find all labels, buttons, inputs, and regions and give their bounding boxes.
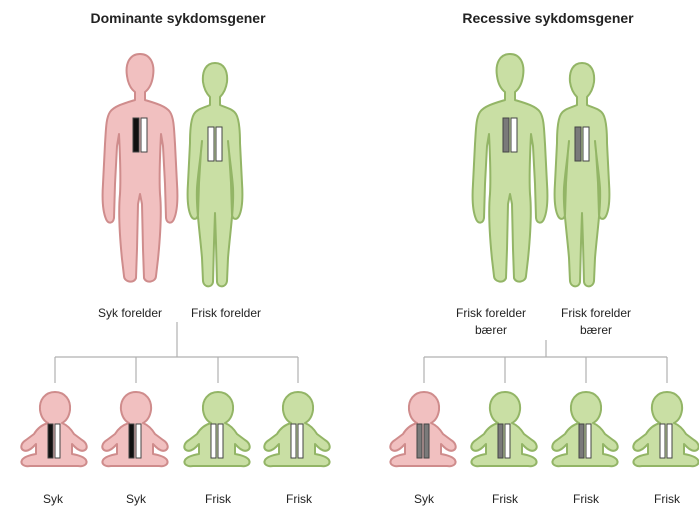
chromosome-white: [211, 424, 216, 458]
baby-silhouette: [552, 392, 617, 466]
man-silhouette: [473, 54, 548, 282]
recessive-parent-1-label-line2: bærer: [456, 322, 526, 339]
chromosome-white: [136, 424, 141, 458]
woman-silhouette: [188, 63, 243, 286]
chromosome-white: [216, 127, 222, 161]
chromosome-white: [218, 424, 223, 458]
dominant-parent-1-label: Syk forelder: [98, 305, 162, 322]
chromosome-black: [129, 424, 134, 458]
chromosome-white: [291, 424, 296, 458]
baby-silhouette: [184, 392, 249, 466]
recessive-child-2-label: Frisk: [492, 491, 518, 508]
dominant-child-3: [184, 392, 249, 466]
recessive-child-4: [633, 392, 698, 466]
dominant-child-1: [21, 392, 86, 466]
baby-silhouette: [21, 392, 86, 466]
dominant-title: Dominante sykdomsgener: [48, 10, 308, 26]
recessive-child-2: [471, 392, 536, 466]
recessive-parent-2-label-line1: Frisk forelder: [561, 306, 631, 320]
chromosome-gray: [498, 424, 503, 458]
recessive-parent-1-label-line1: Frisk forelder: [456, 306, 526, 320]
chromosome-gray: [424, 424, 429, 458]
recessive-child-1: [390, 392, 455, 466]
chromosome-gray: [503, 118, 509, 152]
chromosome-white: [667, 424, 672, 458]
chromosome-black: [133, 118, 139, 152]
baby-silhouette: [633, 392, 698, 466]
dominant-parent-father: [103, 54, 178, 282]
woman-silhouette: [555, 63, 610, 286]
recessive-child-3-label: Frisk: [573, 491, 599, 508]
chromosome-white: [660, 424, 665, 458]
dominant-child-2: [102, 392, 167, 466]
baby-silhouette: [264, 392, 329, 466]
dominant-child-3-label: Frisk: [205, 491, 231, 508]
chromosome-gray: [579, 424, 584, 458]
chromosome-white: [583, 127, 589, 161]
chromosome-gray: [575, 127, 581, 161]
dominant-parent-mother: [188, 63, 243, 286]
recessive-parent-2-label-line2: bærer: [561, 322, 631, 339]
baby-silhouette: [390, 392, 455, 466]
recessive-title: Recessive sykdomsgener: [418, 10, 678, 26]
recessive-child-4-label: Frisk: [654, 491, 680, 508]
recessive-parent-1-label: Frisk forelder bærer: [456, 305, 526, 339]
chromosome-white: [505, 424, 510, 458]
baby-silhouette: [471, 392, 536, 466]
chromosome-white: [298, 424, 303, 458]
chromosome-white: [55, 424, 60, 458]
chromosome-black: [48, 424, 53, 458]
chromosome-white: [141, 118, 147, 152]
recessive-family-tree: [424, 340, 667, 383]
chromosome-gray: [417, 424, 422, 458]
recessive-parent-2-label: Frisk forelder bærer: [561, 305, 631, 339]
dominant-family-tree: [55, 322, 298, 383]
recessive-child-3: [552, 392, 617, 466]
baby-silhouette: [102, 392, 167, 466]
man-silhouette: [103, 54, 178, 282]
recessive-parent-father: [473, 54, 548, 282]
recessive-parent-mother: [555, 63, 610, 286]
dominant-child-2-label: Syk: [126, 491, 146, 508]
recessive-child-1-label: Syk: [414, 491, 434, 508]
chromosome-white: [586, 424, 591, 458]
chromosome-white: [511, 118, 517, 152]
dominant-child-4: [264, 392, 329, 466]
dominant-child-1-label: Syk: [43, 491, 63, 508]
dominant-parent-2-label: Frisk forelder: [191, 305, 261, 322]
dominant-child-4-label: Frisk: [286, 491, 312, 508]
chromosome-white: [208, 127, 214, 161]
